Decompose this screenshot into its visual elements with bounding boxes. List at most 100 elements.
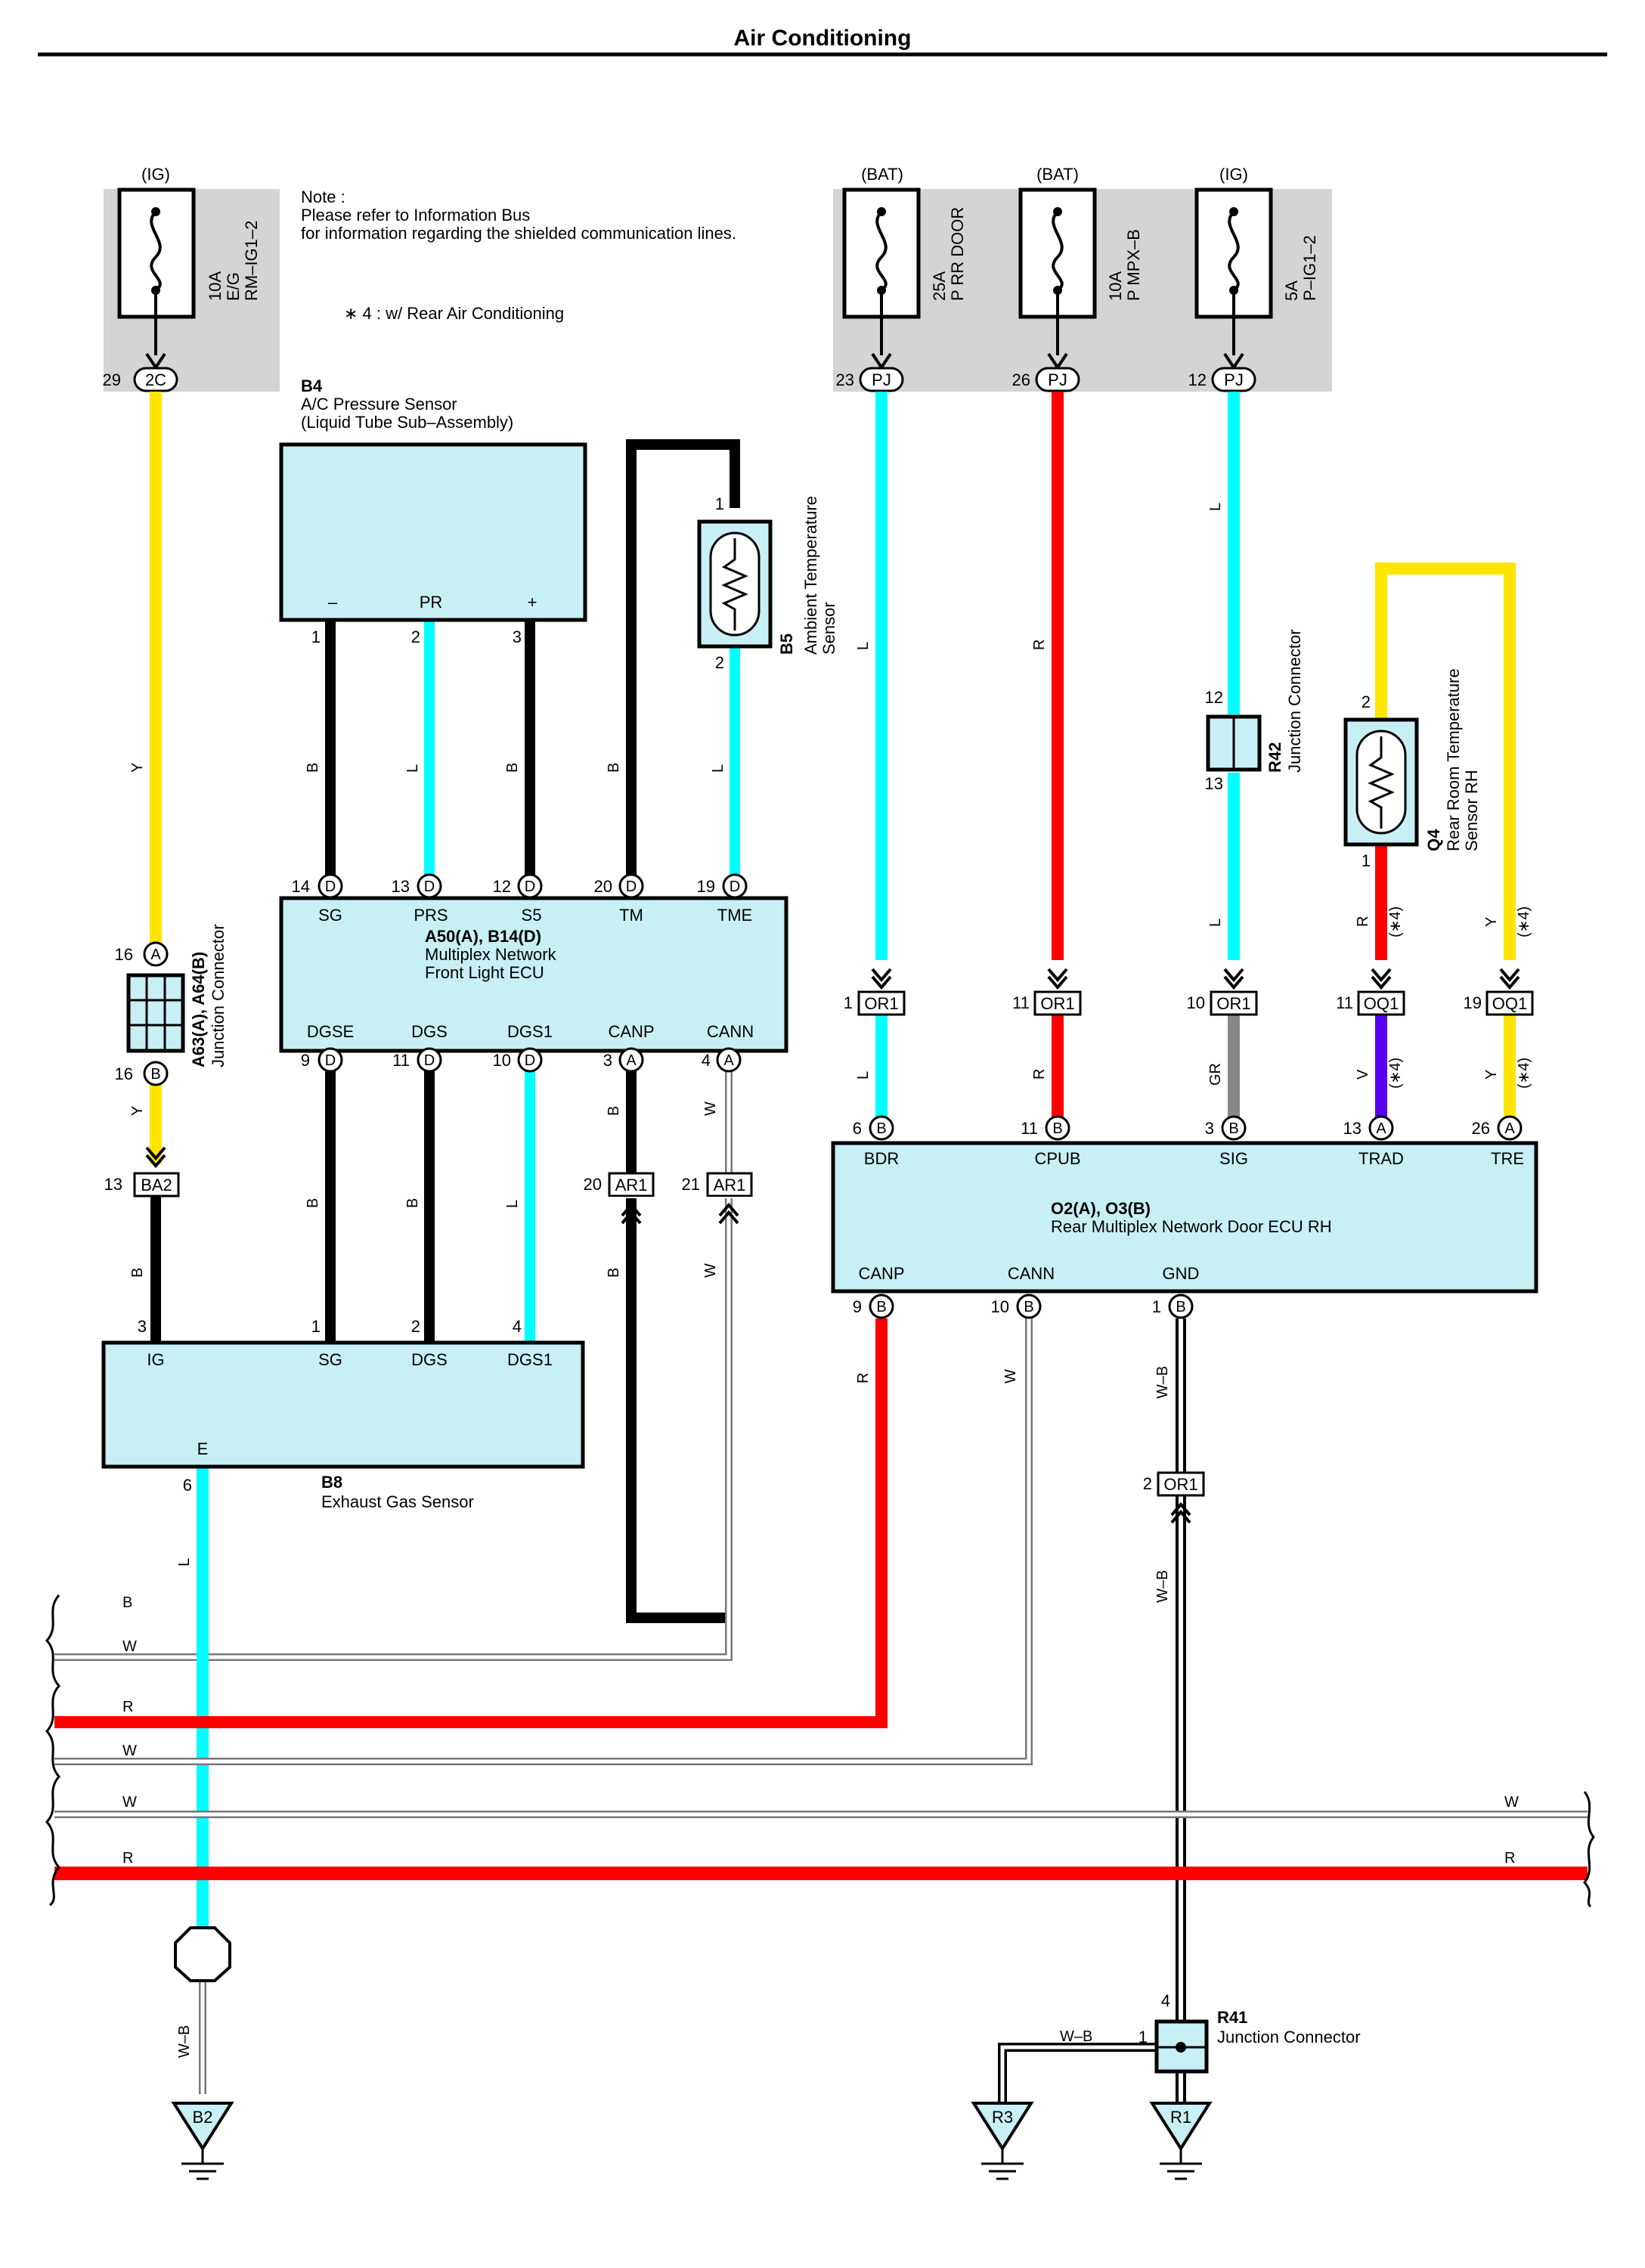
svg-text:L: L [710, 764, 726, 773]
svg-text:R: R [855, 1373, 872, 1383]
svg-text:10A: 10A [206, 271, 225, 301]
svg-text:Y: Y [1483, 1070, 1500, 1080]
svg-text:1: 1 [311, 627, 321, 646]
svg-text:3: 3 [603, 1051, 612, 1070]
svg-text:16: 16 [115, 945, 133, 964]
svg-text:13: 13 [1343, 1119, 1362, 1138]
svg-text:+: + [528, 593, 537, 612]
svg-text:R: R [122, 1699, 133, 1715]
svg-text:19: 19 [1464, 993, 1482, 1012]
svg-text:OR1: OR1 [864, 994, 898, 1013]
svg-text:6: 6 [853, 1119, 862, 1138]
svg-text:∗ 4 : w/ Rear Air Conditioning: ∗ 4 : w/ Rear Air Conditioning [344, 304, 564, 323]
svg-text:L: L [176, 1558, 193, 1566]
svg-text:10: 10 [1187, 993, 1205, 1012]
svg-text:W–B: W–B [1154, 1366, 1171, 1399]
svg-text:23: 23 [836, 370, 854, 389]
svg-text:SG: SG [318, 1350, 342, 1369]
a50-bottom-pins: 9 D 11 D 10 D 3 A 4 A [301, 1047, 742, 1073]
svg-text:for information regarding the: for information regarding the shielded c… [301, 224, 736, 243]
svg-text:CPUB: CPUB [1034, 1149, 1080, 1168]
svg-text:Sensor RH: Sensor RH [1462, 770, 1481, 851]
svg-text:W: W [702, 1101, 719, 1116]
svg-text:B: B [606, 1106, 622, 1116]
svg-text:11: 11 [1021, 1119, 1038, 1138]
svg-text:D: D [626, 878, 637, 895]
o2-rear-multiplex-door-ecu: 6 B 11 B 3 B 13 A 26 A BDR CPUB SIG TRAD… [831, 1115, 1538, 1319]
svg-text:CANP: CANP [608, 1022, 654, 1041]
svg-text:–: – [328, 593, 338, 612]
svg-text:12: 12 [493, 877, 511, 896]
svg-text:PR: PR [420, 593, 443, 612]
svg-text:B: B [129, 1268, 146, 1278]
svg-text:PJ: PJ [1048, 370, 1067, 389]
svg-text:11: 11 [392, 1051, 410, 1070]
svg-text:V: V [1355, 1069, 1371, 1080]
svg-text:20: 20 [594, 877, 612, 896]
svg-text:W: W [702, 1263, 719, 1278]
svg-text:D: D [325, 1052, 336, 1069]
svg-text:2: 2 [411, 627, 420, 646]
bus-break-left [45, 1594, 61, 1907]
svg-text:AR1: AR1 [714, 1176, 746, 1194]
svg-text:R3: R3 [992, 2108, 1013, 2127]
svg-text:O2(A), O3(B): O2(A), O3(B) [1051, 1199, 1151, 1218]
svg-text:2: 2 [1362, 692, 1371, 711]
svg-text:14: 14 [292, 877, 310, 896]
svg-text:GR: GR [1207, 1063, 1224, 1086]
svg-text:R: R [1031, 640, 1048, 650]
fuse-ig-p-ig1: (IG) 5A P–IG1–2 12 PJ [1188, 165, 1319, 392]
svg-text:1: 1 [715, 494, 724, 513]
svg-text:A63(A), A64(B): A63(A), A64(B) [189, 952, 208, 1067]
svg-text:A: A [723, 1052, 734, 1069]
svg-text:TRE: TRE [1491, 1149, 1524, 1168]
svg-text:D: D [424, 878, 435, 895]
r41-junction-connector: 4 1 R41 Junction Connector [1138, 1991, 1361, 2074]
svg-text:Q4: Q4 [1424, 829, 1443, 851]
svg-text:CANP: CANP [858, 1264, 904, 1283]
svg-text:Ambient Temperature: Ambient Temperature [801, 496, 820, 655]
a50-top-pins: 14 D 13 D 12 D 20 D 19 D [292, 873, 748, 899]
svg-text:L: L [504, 1200, 521, 1208]
fuse-bat-rr-door: (BAT) 25A P RR DOOR 23 PJ [836, 165, 967, 392]
svg-text:(∗4): (∗4) [1516, 1058, 1532, 1089]
svg-text:W: W [122, 1743, 137, 1759]
svg-text:(IG): (IG) [141, 165, 170, 184]
svg-text:S5: S5 [522, 906, 542, 925]
svg-text:W: W [122, 1638, 137, 1655]
svg-text:R: R [122, 1850, 133, 1867]
svg-text:(∗4): (∗4) [1387, 1058, 1404, 1089]
svg-text:P MPX–B: P MPX–B [1124, 229, 1143, 301]
svg-text:11: 11 [1012, 993, 1030, 1012]
svg-text:20: 20 [584, 1175, 602, 1194]
svg-text:CANN: CANN [1008, 1264, 1055, 1283]
svg-text:B: B [305, 1198, 321, 1208]
svg-text:4: 4 [702, 1051, 711, 1070]
connector-or1-gnd: 2 OR1 [1143, 1471, 1205, 1524]
svg-text:B4: B4 [301, 376, 323, 395]
svg-text:BDR: BDR [864, 1149, 899, 1168]
svg-text:13: 13 [392, 877, 410, 896]
svg-text:L: L [855, 642, 872, 650]
svg-text:IG: IG [147, 1350, 164, 1369]
svg-text:26: 26 [1012, 370, 1030, 389]
svg-text:10A: 10A [1106, 271, 1125, 301]
b4-ac-pressure-sensor: B4 A/C Pressure Sensor (Liquid Tube Sub–… [279, 376, 587, 646]
svg-text:2: 2 [411, 1317, 420, 1336]
svg-text:10: 10 [493, 1051, 511, 1070]
svg-text:A/C Pressure Sensor: A/C Pressure Sensor [301, 395, 457, 414]
svg-text:A: A [1376, 1120, 1386, 1137]
svg-text:1: 1 [844, 993, 853, 1012]
svg-text:4: 4 [513, 1317, 522, 1336]
o2-bottom-pins: 9 B 10 B 1 B [853, 1294, 1194, 1319]
svg-text:(IG): (IG) [1219, 165, 1248, 184]
svg-text:SIG: SIG [1219, 1149, 1248, 1168]
svg-text:5A: 5A [1282, 280, 1301, 301]
svg-text:W–B: W–B [1060, 2028, 1092, 2045]
svg-text:4: 4 [1161, 1991, 1170, 2010]
svg-text:B: B [504, 763, 521, 773]
svg-text:E: E [197, 1439, 209, 1458]
svg-text:3: 3 [138, 1317, 147, 1336]
svg-text:R41: R41 [1217, 2008, 1247, 2027]
